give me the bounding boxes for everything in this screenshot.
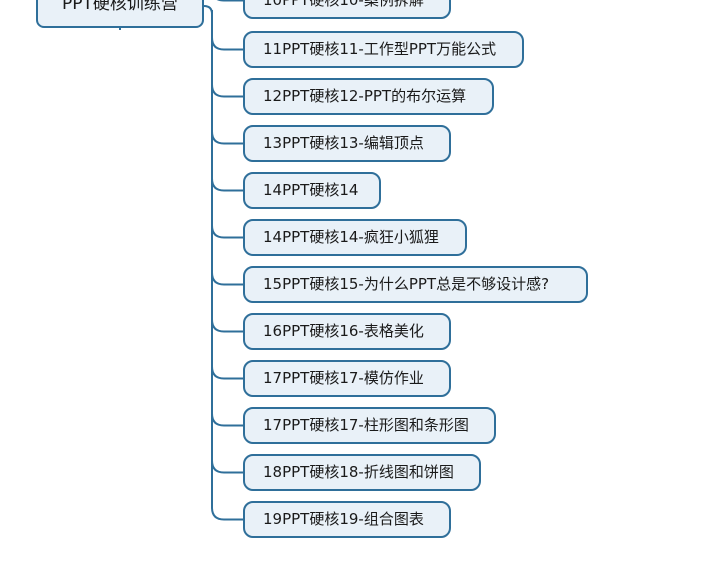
connector-branch: [211, 84, 243, 98]
root-node-label: PPT硬核训练营: [62, 0, 178, 14]
topic-node-12-boolean-operations[interactable]: 12PPT硬核12-PPT的布尔运算: [243, 78, 494, 115]
root-node[interactable]: PPT硬核训练营: [36, 0, 204, 28]
connector-branch: [216, 0, 243, 2]
connector-branch: [211, 413, 243, 427]
topic-node-11-work-ppt-formula[interactable]: 11PPT硬核11-工作型PPT万能公式: [243, 31, 524, 68]
topic-node-label: 17PPT硬核17-柱形图和条形图: [263, 416, 469, 434]
topic-node-label: 15PPT硬核15-为什么PPT总是不够设计感?: [263, 275, 550, 293]
topic-node-10-case-breakdown[interactable]: 10PPT硬核10-案例拆解: [243, 0, 451, 19]
connector-branch: [211, 366, 243, 380]
connector-branch: [211, 178, 243, 192]
connector-branch: [211, 37, 243, 51]
topic-node-label: 14PPT硬核14: [263, 181, 359, 199]
topic-node-17-imitation-homework[interactable]: 17PPT硬核17-模仿作业: [243, 360, 451, 397]
topic-node-14-crazy-little-fox[interactable]: 14PPT硬核14-疯狂小狐狸: [243, 219, 467, 256]
connector-branch: [211, 319, 243, 333]
topic-node-label: 16PPT硬核16-表格美化: [263, 322, 424, 340]
topic-node-label: 18PPT硬核18-折线图和饼图: [263, 463, 454, 481]
topic-node-16-table-styling[interactable]: 16PPT硬核16-表格美化: [243, 313, 451, 350]
topic-node-label: 12PPT硬核12-PPT的布尔运算: [263, 87, 467, 105]
topic-node-label: 11PPT硬核11-工作型PPT万能公式: [263, 40, 497, 58]
topic-node-13-edit-vertices[interactable]: 13PPT硬核13-编辑顶点: [243, 125, 451, 162]
topic-node-18-line-pie-charts[interactable]: 18PPT硬核18-折线图和饼图: [243, 454, 481, 491]
topic-node-label: 17PPT硬核17-模仿作业: [263, 369, 424, 387]
connector-branch: [211, 460, 243, 474]
topic-node-15-design-sense[interactable]: 15PPT硬核15-为什么PPT总是不够设计感?: [243, 266, 588, 303]
topic-node-label: 14PPT硬核14-疯狂小狐狸: [263, 228, 439, 246]
topic-node-label: 13PPT硬核13-编辑顶点: [263, 134, 424, 152]
topic-node-label: 19PPT硬核19-组合图表: [263, 510, 424, 528]
connector-branch: [211, 272, 243, 286]
connector-root-link: [203, 5, 213, 15]
topic-node-label: 10PPT硬核10-案例拆解: [263, 0, 424, 9]
connector-branch: [211, 131, 243, 145]
connector-branch: [211, 507, 243, 521]
connector-branch: [211, 225, 243, 239]
topic-node-17-column-bar-charts[interactable]: 17PPT硬核17-柱形图和条形图: [243, 407, 496, 444]
topic-node-19-combo-charts[interactable]: 19PPT硬核19-组合图表: [243, 501, 451, 538]
topic-node-14[interactable]: 14PPT硬核14: [243, 172, 381, 209]
connector-trunk: [119, 10, 213, 508]
